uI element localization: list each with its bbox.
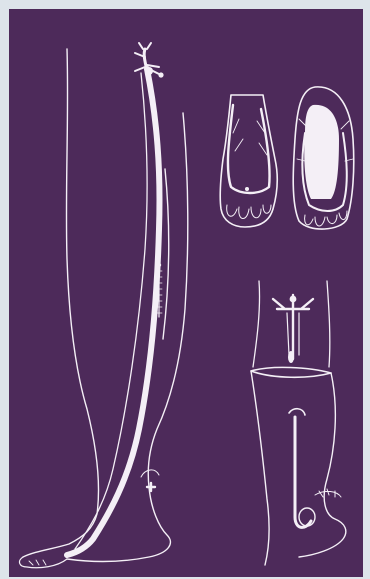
calf-vessel	[163, 169, 169, 339]
dorsal-vein-branches	[233, 119, 267, 155]
lower-leg-detail	[251, 281, 346, 565]
detail-shin-outline	[251, 371, 269, 565]
illustration-panel	[9, 9, 363, 577]
junction-node-small	[158, 72, 163, 77]
dorsal-toes	[227, 205, 271, 219]
detail-retractor	[273, 295, 313, 359]
plantar-toes	[305, 211, 347, 226]
leg-outline-inner	[67, 113, 188, 561]
foot-plantar-view	[293, 87, 354, 229]
detail-bottom-node	[288, 351, 294, 363]
leg-outline-outer	[23, 49, 99, 557]
dorsal-node	[245, 187, 249, 191]
detail-vein-hook-top	[289, 409, 305, 415]
long-vein-tributary	[75, 73, 147, 549]
leg-toe-lines	[29, 560, 46, 565]
incision-start-mark	[157, 263, 161, 267]
detail-ankle-ring	[299, 508, 315, 526]
ankle-bone-contour	[141, 470, 159, 477]
junction-node	[145, 67, 153, 75]
detail-hooked-vein	[295, 417, 311, 527]
detail-top-node	[290, 296, 297, 303]
detail-toes	[315, 489, 341, 497]
anatomy-illustration	[9, 9, 363, 577]
leg-toes-outline	[20, 557, 67, 568]
plantar-vessel-band	[304, 105, 339, 199]
foot-dorsal-view	[220, 95, 277, 227]
leg-diagram	[20, 43, 188, 568]
detail-calf-outline	[299, 373, 346, 557]
detail-knee-plane	[251, 367, 331, 377]
